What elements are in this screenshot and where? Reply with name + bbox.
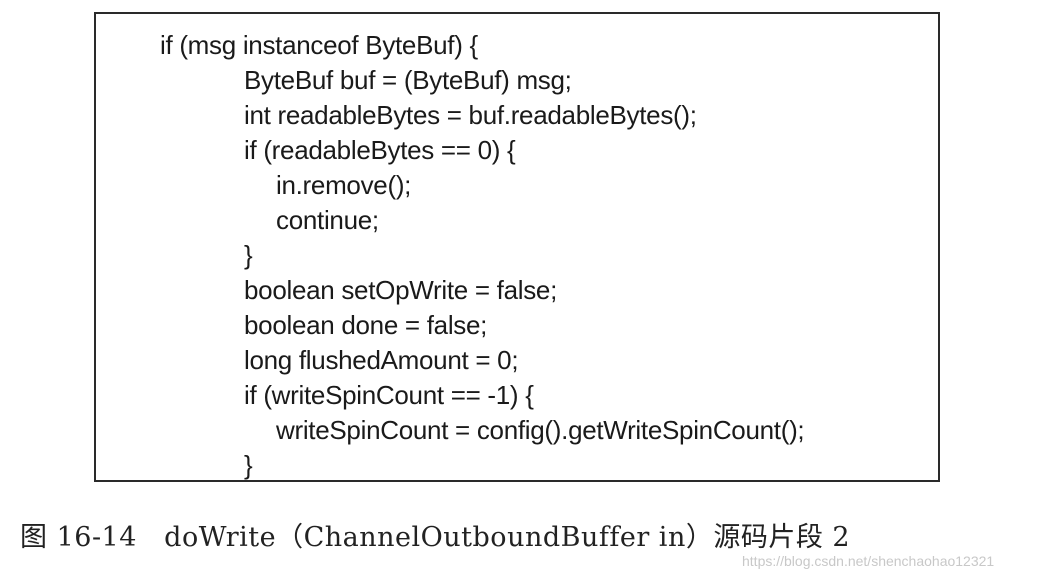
- code-line-1: if (msg instanceof ByteBuf) {: [160, 30, 478, 60]
- figure-caption: 图 16-14 doWrite（ChannelOutboundBuffer in…: [20, 522, 851, 553]
- code-listing-box: if (msg instanceof ByteBuf) { ByteBuf bu…: [94, 12, 940, 482]
- code-line-9: boolean done = false;: [244, 310, 488, 340]
- code-line-12: writeSpinCount = config().getWriteSpinCo…: [276, 415, 805, 445]
- watermark-url: https://blog.csdn.net/shenchaohao12321: [742, 553, 995, 569]
- code-line-5: in.remove();: [276, 170, 412, 200]
- code-line-4: if (readableBytes == 0) {: [244, 135, 516, 165]
- code-line-3: int readableBytes = buf.readableBytes();: [244, 100, 697, 130]
- code-line-8: boolean setOpWrite = false;: [244, 275, 557, 305]
- code-line-10: long flushedAmount = 0;: [244, 345, 519, 375]
- code-line-13: }: [244, 450, 253, 480]
- code-line-11: if (writeSpinCount == -1) {: [244, 380, 534, 410]
- code-line-2: ByteBuf buf = (ByteBuf) msg;: [244, 65, 572, 95]
- code-line-7: }: [244, 240, 253, 270]
- code-line-6: continue;: [276, 205, 379, 235]
